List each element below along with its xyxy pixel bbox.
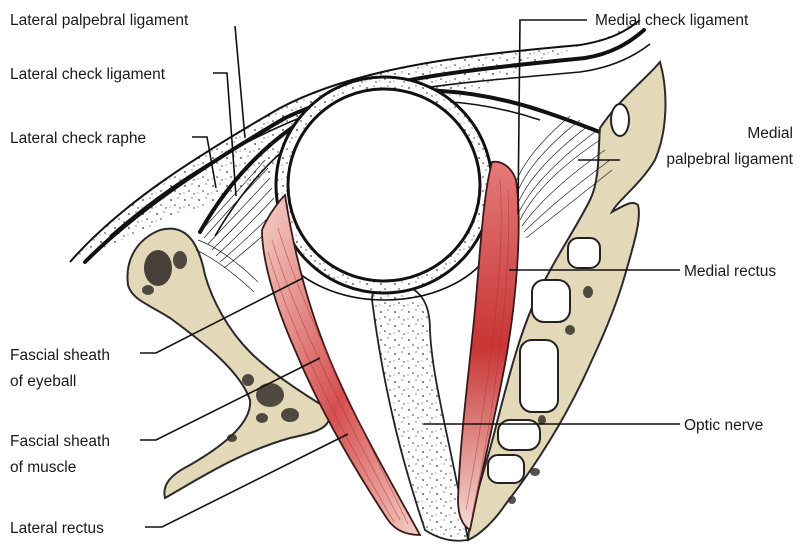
- label-optic-nerve: Optic nerve: [684, 417, 763, 434]
- label-lateral-check-raphe: Lateral check raphe: [10, 130, 146, 147]
- label-fascial-sheath-muscle-line2: of muscle: [10, 459, 76, 476]
- leader-lateral-palpebral: [235, 26, 245, 138]
- eyeball: [276, 77, 492, 300]
- label-medial-rectus: Medial rectus: [684, 263, 776, 280]
- label-fascial-sheath-eyeball-line2: of eyeball: [10, 373, 76, 390]
- sclera: [288, 89, 480, 281]
- label-lateral-check-ligament: Lateral check ligament: [10, 66, 166, 83]
- label-lateral-rectus: Lateral rectus: [10, 520, 104, 537]
- label-medial-check-ligament: Medial check ligament: [595, 12, 749, 29]
- label-medial-palpebral-line1: Medial: [747, 125, 793, 142]
- label-fascial-sheath-eyeball-line1: Fascial sheath: [10, 347, 110, 364]
- label-fascial-sheath-muscle-line1: Fascial sheath: [10, 433, 110, 450]
- label-medial-palpebral-line2: palpebral ligament: [666, 151, 793, 168]
- label-lateral-palpebral-ligament: Lateral palpebral ligament: [10, 12, 189, 29]
